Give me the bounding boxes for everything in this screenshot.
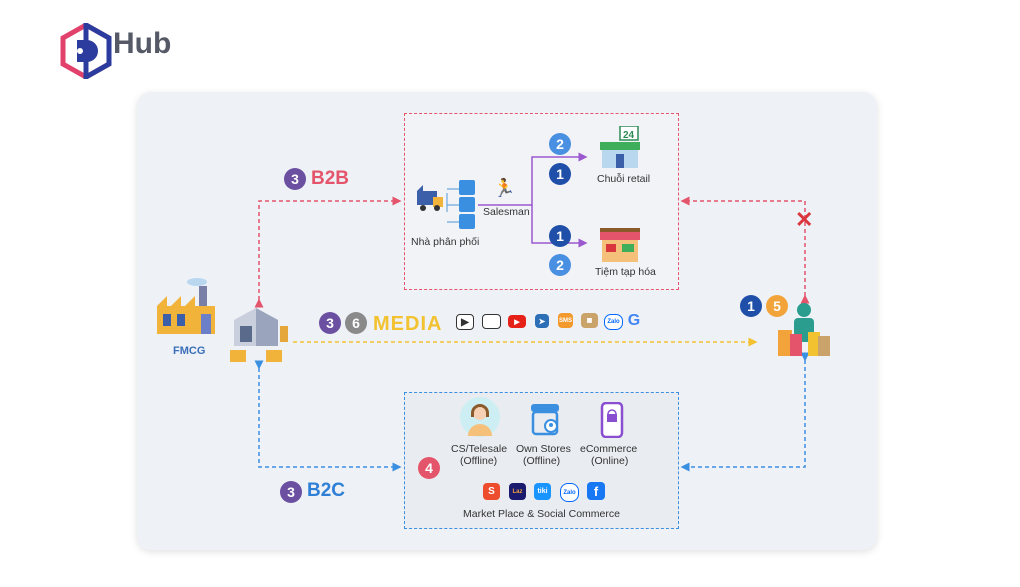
retail-badge-top: 2: [549, 133, 571, 155]
b2c-box-badge: 4: [418, 457, 440, 479]
distributor-label: Nhà phân phối: [411, 236, 480, 248]
video-icon: ▶: [456, 314, 474, 330]
salesman-label: Salesman: [483, 206, 530, 218]
warehouse-icon: [230, 308, 288, 362]
grocery-badge-bottom: 2: [549, 254, 571, 276]
telesale-avatar-icon: [460, 397, 500, 437]
b2b-number-badge: 3: [284, 168, 306, 190]
warehouse-box-icon-3: [459, 214, 475, 229]
telesale-label-1: CS/Telesale: [451, 443, 508, 455]
warehouse-box-icon-2: [459, 197, 475, 212]
youtube-icon: ▶: [508, 315, 526, 328]
b2b-label: B2B: [311, 168, 350, 189]
warehouse-box-icon-1: [459, 180, 475, 195]
media-number-badge-1: 3: [319, 312, 341, 334]
salesman-icon: 🏃: [493, 178, 516, 198]
google-icon: G: [627, 311, 641, 329]
x-icon: ✕: [795, 207, 814, 232]
hexagon-d-logo-icon: [60, 23, 112, 79]
own-stores-label-2: (Offline): [523, 455, 561, 467]
retail-chain-label: Chuỗi retail: [597, 173, 651, 185]
media-label: MEDIA: [373, 313, 443, 335]
own-store-icon: [531, 404, 559, 436]
facebook-icon: f: [587, 482, 605, 500]
grocery-label: Tiệm tạp hóa: [595, 266, 656, 278]
sms-icon: SMS: [558, 313, 573, 328]
grocery-store-icon: [600, 228, 640, 262]
ecommerce-label-2: (Online): [591, 455, 629, 467]
own-stores-label-1: Own Stores: [516, 443, 571, 455]
consumer-badge-1: 1: [740, 295, 762, 317]
telegram-icon: ➤: [535, 314, 549, 328]
marketplace-label: Market Place & Social Commerce: [463, 508, 620, 520]
tiki-icon: tiki: [534, 483, 551, 500]
grocery-badge-top: 1: [549, 225, 571, 247]
news-icon: ▦: [581, 313, 598, 328]
retail-badge-bottom: 1: [549, 163, 571, 185]
shopper-icon: [778, 303, 830, 356]
telesale-label-2: (Offline): [460, 455, 498, 467]
lazada-icon: Laz: [509, 483, 526, 500]
zalo-icon: Zalo: [560, 483, 579, 502]
zalo-icon: Zalo: [604, 314, 623, 330]
distributor-icon: [417, 185, 443, 211]
retail-store-icon: 24: [600, 126, 640, 168]
b2c-box: [404, 392, 679, 529]
fmcg-label: FMCG: [173, 345, 206, 357]
ecommerce-label-1: eCommerce: [580, 443, 638, 455]
b2c-number-badge: 3: [280, 481, 302, 503]
shopee-icon: S: [483, 483, 500, 500]
tv-icon: [482, 314, 501, 329]
logo-text: Hub: [113, 27, 172, 60]
factory-icon: [157, 278, 215, 334]
b2c-label: B2C: [307, 480, 346, 501]
svg-text:24: 24: [623, 130, 635, 141]
consumer-badge-2: 5: [766, 295, 788, 317]
ecommerce-phone-icon: [600, 402, 624, 438]
media-number-badge-2: 6: [345, 312, 367, 334]
